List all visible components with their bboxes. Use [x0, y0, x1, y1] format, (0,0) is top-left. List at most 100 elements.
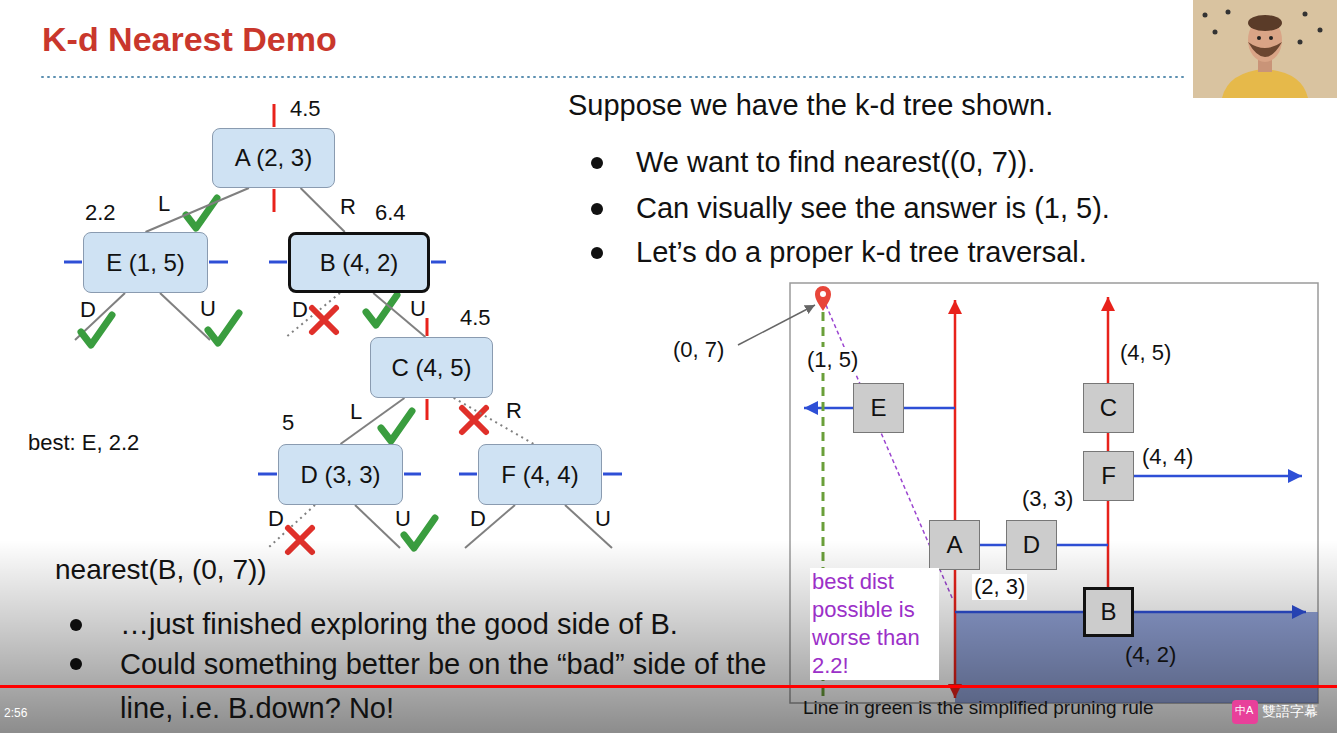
tree-edge: [373, 293, 425, 337]
split-ticks: [64, 104, 622, 474]
webcam-eye: [1269, 36, 1273, 40]
wall-dot: [1298, 40, 1303, 45]
distance-value: 4.5: [460, 305, 491, 331]
bullet-text: …just finished exploring the good side o…: [120, 607, 678, 642]
distance-value: 6.4: [375, 200, 406, 226]
query-pin-dot: [820, 291, 826, 297]
point-letter: F: [1101, 462, 1116, 490]
tree-edge: [454, 398, 534, 444]
plot-point: B: [1083, 587, 1134, 637]
node-label: E (1, 5): [106, 249, 185, 277]
cross-mark: [312, 308, 336, 332]
distance-value: 2.2: [85, 200, 116, 226]
point-coordinate: (4, 2): [1125, 642, 1176, 668]
edge-label: L: [350, 399, 362, 425]
tree-node: E (1, 5): [83, 232, 208, 293]
edge-label: L: [158, 191, 170, 217]
bullet-dot: [591, 157, 603, 169]
distance-value: 5: [282, 410, 294, 436]
point-letter: A: [946, 531, 962, 559]
node-label: D (3, 3): [300, 461, 380, 489]
leaf-stub: [285, 293, 340, 338]
webcam-frame: [1193, 0, 1337, 98]
title-rule: [42, 76, 1185, 78]
point-letter: E: [870, 394, 886, 422]
bullet-text: We want to find nearest((0, 7)).: [636, 145, 1035, 180]
plot-point: D: [1006, 520, 1057, 570]
cross-mark: [462, 408, 486, 432]
best-note: best: E, 2.2: [28, 430, 139, 456]
webcam-hair: [1248, 15, 1282, 31]
wall-dot: [1226, 10, 1231, 15]
branch-label: U: [595, 506, 611, 532]
pruning-note: best dist possible is worse than 2.2!: [810, 568, 939, 680]
bullet-dot: [591, 247, 603, 259]
point-coordinate: (4, 5): [1118, 340, 1173, 366]
webcam-shirt: [1222, 69, 1308, 98]
plot-point: F: [1083, 451, 1134, 501]
bullet-text: Can visually see the answer is (1, 5).: [636, 191, 1110, 226]
subtitle-label: 雙語字幕: [1262, 703, 1318, 720]
split-tick: [273, 104, 276, 127]
video-shade: [0, 540, 1337, 733]
point-letter: C: [1100, 394, 1117, 422]
split-tick: [404, 473, 421, 476]
query-pin: [815, 286, 831, 311]
body-text: Suppose we have the k-d tree shown.: [568, 88, 1053, 123]
leaf-stubs: [75, 293, 612, 548]
webcam-eye: [1257, 36, 1261, 40]
tree-node: A (2, 3): [212, 128, 335, 188]
node-label: C (4, 5): [391, 354, 471, 382]
split-tick: [269, 261, 287, 264]
node-label: B (4, 2): [320, 249, 399, 277]
branch-label: U: [395, 506, 411, 532]
wall-dot: [1318, 28, 1323, 33]
leader-line: [738, 305, 815, 345]
branch-label: D: [268, 506, 284, 532]
branch-label: D: [292, 297, 308, 323]
point-coordinate: (1, 5): [805, 347, 860, 373]
plot-point: A: [929, 520, 980, 570]
bullet-dot: [591, 203, 603, 215]
split-value: 4.5: [290, 96, 321, 122]
wall-dot: [1203, 13, 1208, 18]
node-label: A (2, 3): [235, 144, 312, 172]
edge-label: R: [506, 398, 522, 424]
tree-node: C (4, 5): [370, 337, 493, 398]
split-tick: [459, 473, 477, 476]
bullet-text: Could something better be on the “bad” s…: [120, 642, 770, 730]
split-line: [1108, 475, 1302, 478]
tree-edge: [146, 188, 249, 232]
plot-point: C: [1083, 383, 1134, 433]
progress-bar: [0, 685, 1337, 688]
split-tick: [258, 473, 277, 476]
subtitle-icon: [1232, 700, 1258, 724]
point-letter: B: [1100, 598, 1116, 626]
point-coordinate: (3, 3): [1020, 486, 1075, 512]
point-coordinate: (4, 4): [1140, 444, 1195, 470]
split-tick: [426, 399, 429, 420]
tree-edge: [341, 398, 405, 444]
node-label: F (4, 4): [501, 461, 578, 489]
edge-label: U: [410, 296, 426, 322]
wall-dot: [1213, 30, 1218, 35]
tree-edge: [301, 188, 345, 232]
branch-label: D: [470, 506, 486, 532]
tree-node: F (4, 4): [478, 444, 602, 505]
split-tick: [426, 318, 429, 336]
wall-dot: [1303, 12, 1308, 17]
split-tick: [209, 261, 228, 264]
branch-label: D: [80, 297, 96, 323]
slide-title: K-d Nearest Demo: [42, 19, 337, 60]
split-tick: [431, 261, 446, 264]
point-letter: D: [1023, 531, 1040, 559]
tree-node: D (3, 3): [278, 444, 403, 505]
split-tick: [603, 473, 622, 476]
subtitle-icon-text: 中A: [1235, 704, 1253, 717]
footnote: Line in green is the simplified pruning …: [803, 697, 1154, 720]
point-coordinate: (2, 3): [972, 574, 1027, 600]
check-mark: [381, 411, 412, 441]
webcam-wall: [1193, 0, 1337, 98]
plot-point: E: [853, 383, 904, 433]
split-tick: [273, 189, 276, 212]
